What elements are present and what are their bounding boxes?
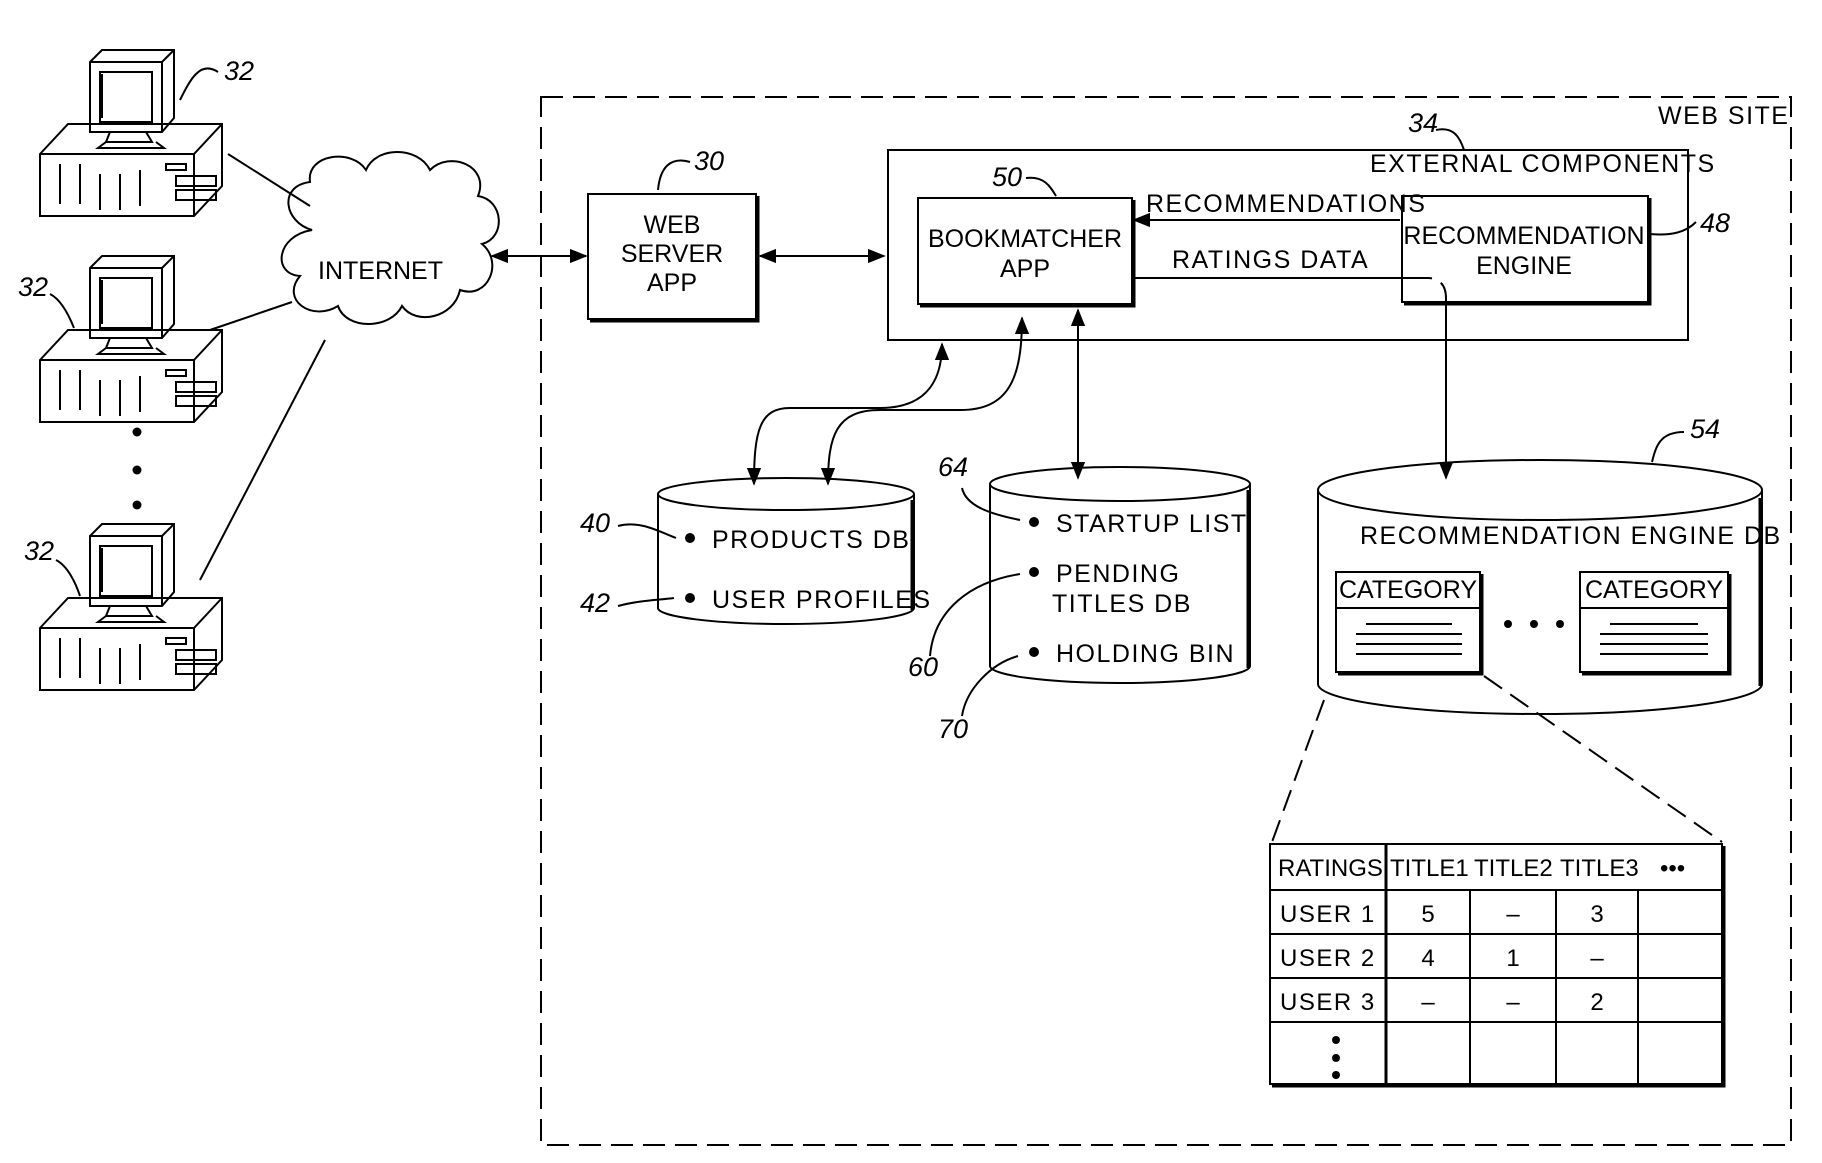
recommendation-engine-label-2: ENGINE (1476, 252, 1572, 280)
ref-30: 30 (694, 146, 724, 176)
table-header-more: ••• (1660, 855, 1685, 882)
ref-60: 60 (908, 652, 938, 682)
category-label-1: CATEGORY (1339, 576, 1477, 604)
web-server-app-box: WEB SERVER APP (588, 194, 758, 321)
startup-db-cylinder: STARTUP LIST PENDING TITLES DB HOLDING B… (990, 467, 1250, 683)
recommendation-engine-box: RECOMMENDATION ENGINE (1402, 196, 1650, 304)
ref-40: 40 (580, 508, 610, 538)
table-header-title2: TITLE2 (1474, 855, 1553, 882)
table-cell: 2 (1590, 989, 1603, 1016)
web-site-boundary (541, 97, 1791, 1145)
ellipsis-dot (133, 428, 142, 437)
table-row-user2: USER 2 (1280, 945, 1376, 972)
recommendations-label: RECOMMENDATIONS (1146, 190, 1426, 218)
products-db-cylinder: PRODUCTS DB USER PROFILES (658, 478, 932, 624)
table-header-title1: TITLE1 (1390, 855, 1469, 882)
bookmatcher-label-1: BOOKMATCHER (928, 225, 1122, 253)
ellipsis-dot (1332, 1071, 1340, 1079)
table-cell: – (1506, 901, 1520, 928)
category-box-2: CATEGORY (1580, 572, 1730, 674)
category-box-1: CATEGORY (1336, 572, 1482, 674)
web-server-label-2: SERVER (621, 240, 723, 268)
table-cell: 3 (1590, 901, 1603, 928)
ellipsis-dot (1332, 1054, 1340, 1062)
ref-32-b: 32 (18, 272, 48, 302)
internet-cloud: INTERNET (282, 152, 499, 324)
ellipsis-dot (1332, 1036, 1340, 1044)
table-cell: 5 (1421, 901, 1434, 928)
holding-bin-label: HOLDING BIN (1056, 640, 1235, 668)
ellipsis-dot (1530, 620, 1538, 628)
client-computer-2 (40, 256, 222, 422)
ellipsis-dot (1556, 620, 1564, 628)
startup-list-label: STARTUP LIST (1056, 510, 1248, 538)
table-cell: – (1590, 945, 1604, 972)
bookmatcher-app-box: BOOKMATCHER APP (918, 198, 1134, 306)
ref-70: 70 (938, 714, 968, 744)
bookmatcher-label-2: APP (1000, 255, 1050, 283)
table-cell: 4 (1421, 945, 1434, 972)
external-components-label: EXTERNAL COMPONENTS (1370, 150, 1716, 178)
web-server-label-1: WEB (644, 211, 701, 239)
table-cell: 1 (1506, 945, 1519, 972)
ref-48: 48 (1700, 208, 1730, 238)
ratings-table: RATINGS TITLE1 TITLE2 TITLE3 ••• USER 1 … (1270, 844, 1724, 1086)
internet-label: INTERNET (318, 257, 443, 285)
ref-64: 64 (938, 452, 968, 482)
ref-42: 42 (580, 588, 610, 618)
table-row-user1: USER 1 (1280, 901, 1376, 928)
ref-54: 54 (1690, 414, 1720, 444)
ellipsis-dot (1504, 620, 1512, 628)
recommendation-engine-db-cylinder: RECOMMENDATION ENGINE DB CATEGORY CATEGO… (1318, 460, 1782, 714)
web-site-label: WEB SITE (1658, 102, 1789, 130)
category-label-2: CATEGORY (1585, 576, 1723, 604)
ref-50: 50 (992, 162, 1022, 192)
products-db-label: PRODUCTS DB (712, 526, 910, 554)
table-cell: – (1506, 989, 1520, 1016)
table-row-user3: USER 3 (1280, 989, 1376, 1016)
ellipsis-dot (133, 501, 142, 510)
pending-titles-label-2: TITLES DB (1052, 590, 1192, 618)
client-computer-3 (40, 524, 222, 690)
recommendation-engine-db-label: RECOMMENDATION ENGINE DB (1360, 522, 1782, 550)
ref-32-a: 32 (224, 56, 254, 86)
recommendation-engine-label-1: RECOMMENDATION (1403, 222, 1644, 250)
ellipsis-dot (133, 466, 142, 475)
table-cell: – (1421, 989, 1435, 1016)
ratings-data-label: RATINGS DATA (1172, 246, 1369, 274)
table-header-title3: TITLE3 (1560, 855, 1639, 882)
user-profiles-label: USER PROFILES (712, 586, 932, 614)
pending-titles-label-1: PENDING (1056, 560, 1180, 588)
table-header-ratings: RATINGS (1278, 855, 1383, 882)
ref-34: 34 (1408, 108, 1438, 138)
web-server-label-3: APP (647, 269, 697, 297)
ref-32-c: 32 (24, 536, 54, 566)
